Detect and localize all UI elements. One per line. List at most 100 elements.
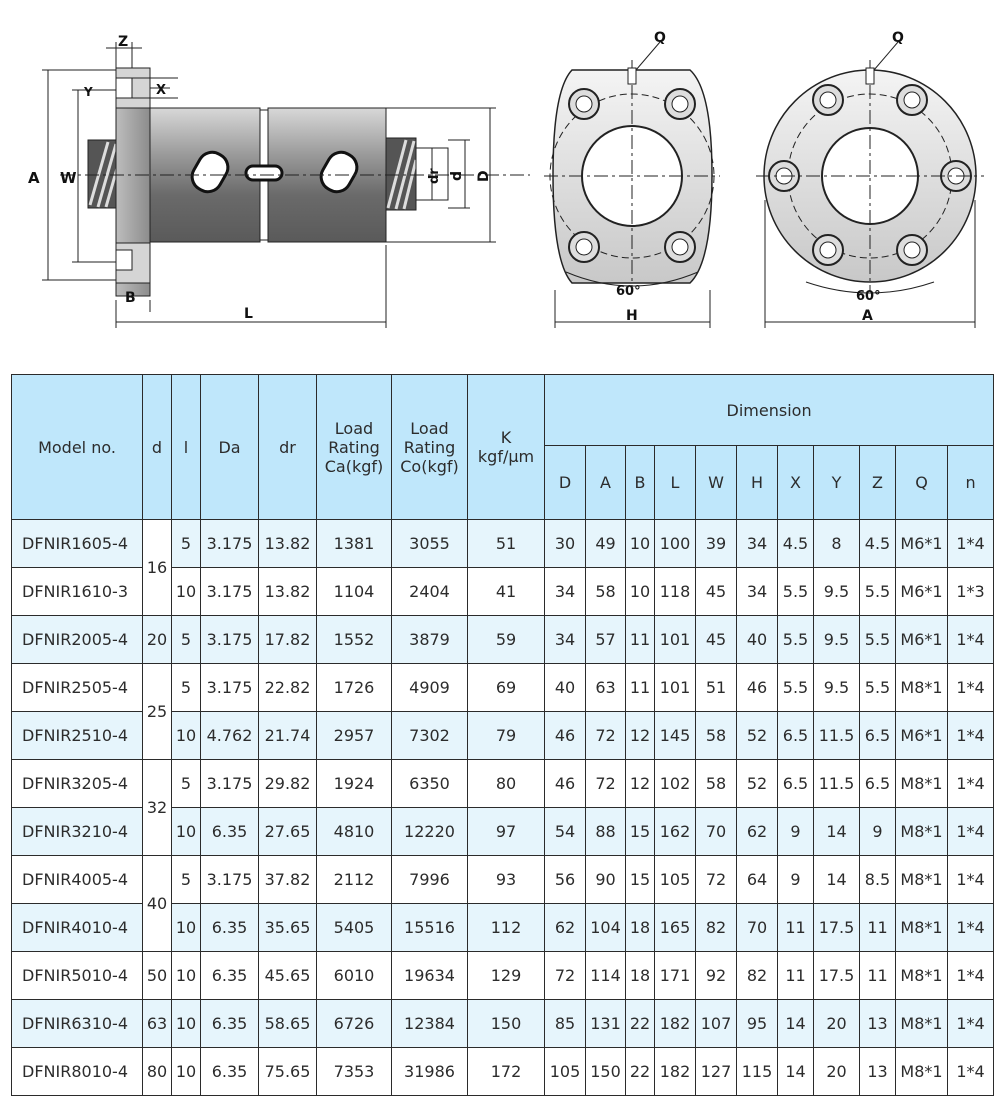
dim-label-b: B [125,290,136,306]
angle-label-left: 60° [616,284,641,299]
header-co-line1: Load [410,418,449,438]
cell-dim-l: 105 [654,855,696,904]
cell-dim-n: 1*4 [946,1047,995,1096]
header-dim-a: A [585,445,626,520]
header-da: Da [200,374,259,520]
cell-dr: 17.82 [258,615,317,664]
cell-dim-l: 101 [654,663,696,712]
dim-label-q-right: Q [892,30,904,46]
cell-dim-z: 6.5 [859,711,896,760]
cell-dim-q: M6*1 [895,615,948,664]
dim-label-a-round: A [862,308,873,324]
cell-d: 50 [142,951,172,1000]
cell-k: 69 [467,663,545,712]
cell-dim-y: 20 [813,999,860,1048]
cell-dim-b: 22 [625,1047,655,1096]
dim-label-q-left: Q [654,30,666,46]
cell-co: 7302 [391,711,468,760]
cell-dim-w: 45 [695,567,737,616]
cell-dim-y: 9.5 [813,567,860,616]
cell-dim-n: 1*4 [946,663,995,712]
cell-dim-b: 18 [625,951,655,1000]
cell-dr: 75.65 [258,1047,317,1096]
cell-dim-a: 63 [585,663,626,712]
cell-dim-w: 39 [695,519,737,568]
cell-dim-x: 9 [777,807,814,856]
cell-ca: 2112 [316,855,392,904]
cell-dim-d: 40 [544,663,586,712]
cell-dim-n: 1*4 [946,711,995,760]
cell-dim-n: 1*4 [946,807,995,856]
cell-dim-b: 15 [625,807,655,856]
cell-da: 6.35 [200,1047,259,1096]
cell-k: 59 [467,615,545,664]
cell-dim-w: 51 [695,663,737,712]
cell-dim-n: 1*4 [946,615,995,664]
cell-dr: 27.65 [258,807,317,856]
header-k-line1: K [500,428,512,447]
cell-dim-x: 9 [777,855,814,904]
cell-l: 10 [171,999,201,1048]
cell-dim-w: 58 [695,711,737,760]
cell-dim-a: 72 [585,711,626,760]
cell-dim-z: 13 [859,1047,896,1096]
cell-dim-h: 40 [736,615,778,664]
cell-co: 12220 [391,807,468,856]
cell-dr: 58.65 [258,999,317,1048]
cell-l: 5 [171,663,201,712]
cell-dim-x: 6.5 [777,759,814,808]
cell-ca: 4810 [316,807,392,856]
cell-dim-b: 12 [625,711,655,760]
cell-da: 6.35 [200,999,259,1048]
cell-dim-a: 104 [585,903,626,952]
cell-model: DFNIR3205-4 [11,759,143,808]
cell-da: 3.175 [200,567,259,616]
cell-dim-z: 8.5 [859,855,896,904]
cell-co: 7996 [391,855,468,904]
cell-dim-a: 72 [585,759,626,808]
cell-k: 79 [467,711,545,760]
cell-dim-z: 5.5 [859,615,896,664]
cell-ca: 1552 [316,615,392,664]
cell-da: 6.35 [200,903,259,952]
cell-dim-y: 17.5 [813,903,860,952]
cell-dim-y: 20 [813,1047,860,1096]
cell-dim-w: 107 [695,999,737,1048]
cell-dim-x: 5.5 [777,663,814,712]
dim-label-d-small: d [449,171,465,181]
cell-dr: 13.82 [258,519,317,568]
cell-l: 5 [171,615,201,664]
cell-dim-a: 88 [585,807,626,856]
dim-label-w: W [60,169,77,187]
cell-dim-b: 10 [625,567,655,616]
header-model: Model no. [11,374,143,520]
cell-da: 3.175 [200,855,259,904]
cell-dim-h: 52 [736,759,778,808]
cell-dim-d: 30 [544,519,586,568]
cell-co: 3055 [391,519,468,568]
cell-dim-q: M6*1 [895,711,948,760]
cell-dim-n: 1*4 [946,519,995,568]
cell-dim-y: 14 [813,807,860,856]
cell-model: DFNIR4010-4 [11,903,143,952]
cell-model: DFNIR2505-4 [11,663,143,712]
cell-dim-a: 58 [585,567,626,616]
cell-dr: 13.82 [258,567,317,616]
cell-dim-h: 52 [736,711,778,760]
cell-ca: 2957 [316,711,392,760]
cell-k: 112 [467,903,545,952]
cell-model: DFNIR2510-4 [11,711,143,760]
cell-da: 3.175 [200,615,259,664]
cell-d: 63 [142,999,172,1048]
cell-dim-h: 70 [736,903,778,952]
header-dim-z: Z [859,445,896,520]
dim-label-dr: dr [427,168,442,184]
cell-dim-q: M8*1 [895,903,948,952]
header-dim-n: n [946,445,995,520]
cell-dim-h: 95 [736,999,778,1048]
